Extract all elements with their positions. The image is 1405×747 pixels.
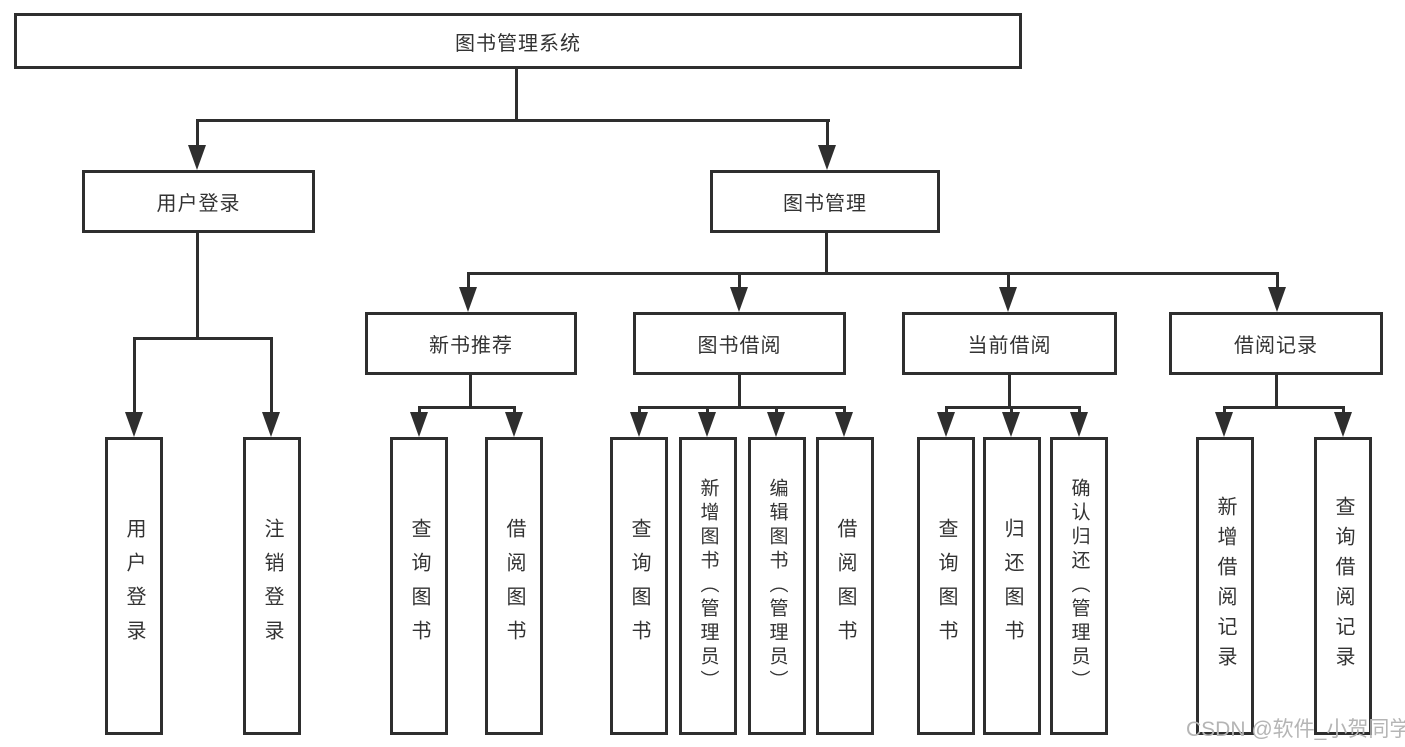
node-leaf-borrow-books-rec: 借阅图书 bbox=[485, 437, 543, 735]
node-book-management: 图书管理 bbox=[710, 170, 940, 233]
leaf-label: 查询图书 bbox=[935, 518, 957, 654]
node-borrow-records-label: 借阅记录 bbox=[1234, 335, 1318, 357]
connector-line bbox=[826, 119, 829, 147]
arrow-down-icon bbox=[262, 412, 280, 437]
node-book-borrow: 图书借阅 bbox=[633, 312, 846, 375]
node-user-login-label: 用户登录 bbox=[156, 193, 241, 215]
connector-line bbox=[1008, 375, 1011, 408]
node-new-book-recommend: 新书推荐 bbox=[365, 312, 577, 375]
connector-line bbox=[1223, 406, 1345, 409]
arrow-down-icon bbox=[630, 412, 648, 437]
node-leaf-edit-book-admin: 编辑图书（管理员） bbox=[748, 437, 806, 735]
node-current-borrow: 当前借阅 bbox=[902, 312, 1117, 375]
leaf-label: 注销登录 bbox=[261, 518, 283, 654]
connector-line bbox=[1223, 406, 1226, 416]
arrow-down-icon bbox=[1215, 412, 1233, 437]
node-current-borrow-label: 当前借阅 bbox=[967, 335, 1052, 357]
leaf-label: 确认归还（管理员） bbox=[1068, 478, 1090, 694]
node-leaf-add-book-admin: 新增图书（管理员） bbox=[679, 437, 737, 735]
connector-line bbox=[738, 272, 741, 290]
leaf-label: 查询图书 bbox=[408, 518, 430, 654]
arrow-down-icon bbox=[188, 145, 206, 170]
node-user-login: 用户登录 bbox=[82, 170, 315, 233]
node-leaf-logout: 注销登录 bbox=[243, 437, 301, 735]
connector-line bbox=[1010, 406, 1013, 416]
arrow-down-icon bbox=[410, 412, 428, 437]
connector-line bbox=[270, 337, 273, 415]
node-leaf-confirm-return-admin: 确认归还（管理员） bbox=[1050, 437, 1108, 735]
node-leaf-query-borrow-record: 查询借阅记录 bbox=[1314, 437, 1372, 735]
arrow-down-icon bbox=[1268, 287, 1286, 312]
connector-line bbox=[513, 406, 516, 416]
arrow-down-icon bbox=[999, 287, 1017, 312]
arrow-down-icon bbox=[1002, 412, 1020, 437]
node-leaf-query-books-borrow: 查询图书 bbox=[610, 437, 668, 735]
connector-line bbox=[467, 272, 470, 290]
node-root: 图书管理系统 bbox=[14, 13, 1022, 69]
connector-line bbox=[638, 406, 641, 416]
leaf-label: 用户登录 bbox=[123, 518, 145, 654]
node-new-book-recommend-label: 新书推荐 bbox=[429, 335, 513, 357]
connector-line bbox=[1276, 272, 1279, 290]
connector-line bbox=[133, 337, 136, 415]
leaf-label: 编辑图书（管理员） bbox=[766, 478, 788, 694]
node-leaf-query-books-rec: 查询图书 bbox=[390, 437, 448, 735]
connector-line bbox=[638, 406, 846, 409]
csdn-watermark: CSDN @软件_小贺同学 bbox=[1186, 718, 1405, 741]
connector-line bbox=[1078, 406, 1081, 416]
connector-line bbox=[945, 406, 948, 416]
arrow-down-icon bbox=[767, 412, 785, 437]
connector-line bbox=[775, 406, 778, 416]
connector-line bbox=[1275, 375, 1278, 408]
connector-line bbox=[196, 119, 830, 122]
node-leaf-query-books-current: 查询图书 bbox=[917, 437, 975, 735]
connector-line bbox=[738, 375, 741, 408]
arrow-down-icon bbox=[1334, 412, 1352, 437]
arrow-down-icon bbox=[1070, 412, 1088, 437]
node-leaf-borrow-book: 借阅图书 bbox=[816, 437, 874, 735]
connector-line bbox=[196, 233, 199, 337]
connector-line bbox=[467, 272, 1279, 275]
leaf-label: 归还图书 bbox=[1001, 518, 1023, 654]
connector-line bbox=[1342, 406, 1345, 416]
connector-line bbox=[515, 69, 518, 122]
node-book-borrow-label: 图书借阅 bbox=[697, 335, 782, 357]
arrow-down-icon bbox=[125, 412, 143, 437]
leaf-label: 查询图书 bbox=[628, 518, 650, 654]
connector-line bbox=[196, 119, 199, 147]
node-borrow-records: 借阅记录 bbox=[1169, 312, 1383, 375]
leaf-label: 查询借阅记录 bbox=[1332, 496, 1354, 676]
arrow-down-icon bbox=[459, 287, 477, 312]
leaf-label: 新增图书（管理员） bbox=[697, 478, 719, 694]
leaf-label: 借阅图书 bbox=[834, 518, 856, 654]
leaf-label: 新增借阅记录 bbox=[1214, 496, 1236, 676]
connector-line bbox=[418, 406, 516, 409]
arrow-down-icon bbox=[698, 412, 716, 437]
node-leaf-return-book: 归还图书 bbox=[983, 437, 1041, 735]
node-leaf-add-borrow-record: 新增借阅记录 bbox=[1196, 437, 1254, 735]
connector-line bbox=[843, 406, 846, 416]
connector-line bbox=[945, 406, 1081, 409]
node-book-management-label: 图书管理 bbox=[783, 193, 867, 215]
node-root-label: 图书管理系统 bbox=[455, 32, 581, 55]
arrow-down-icon bbox=[818, 145, 836, 170]
connector-line bbox=[706, 406, 709, 416]
node-leaf-user-login: 用户登录 bbox=[105, 437, 163, 735]
arrow-down-icon bbox=[730, 287, 748, 312]
arrow-down-icon bbox=[835, 412, 853, 437]
arrow-down-icon bbox=[505, 412, 523, 437]
connector-line bbox=[1007, 272, 1010, 290]
leaf-label: 借阅图书 bbox=[503, 518, 525, 654]
arrow-down-icon bbox=[937, 412, 955, 437]
connector-line bbox=[469, 375, 472, 408]
connector-line bbox=[825, 233, 828, 274]
connector-line bbox=[418, 406, 421, 416]
connector-line bbox=[133, 337, 273, 340]
